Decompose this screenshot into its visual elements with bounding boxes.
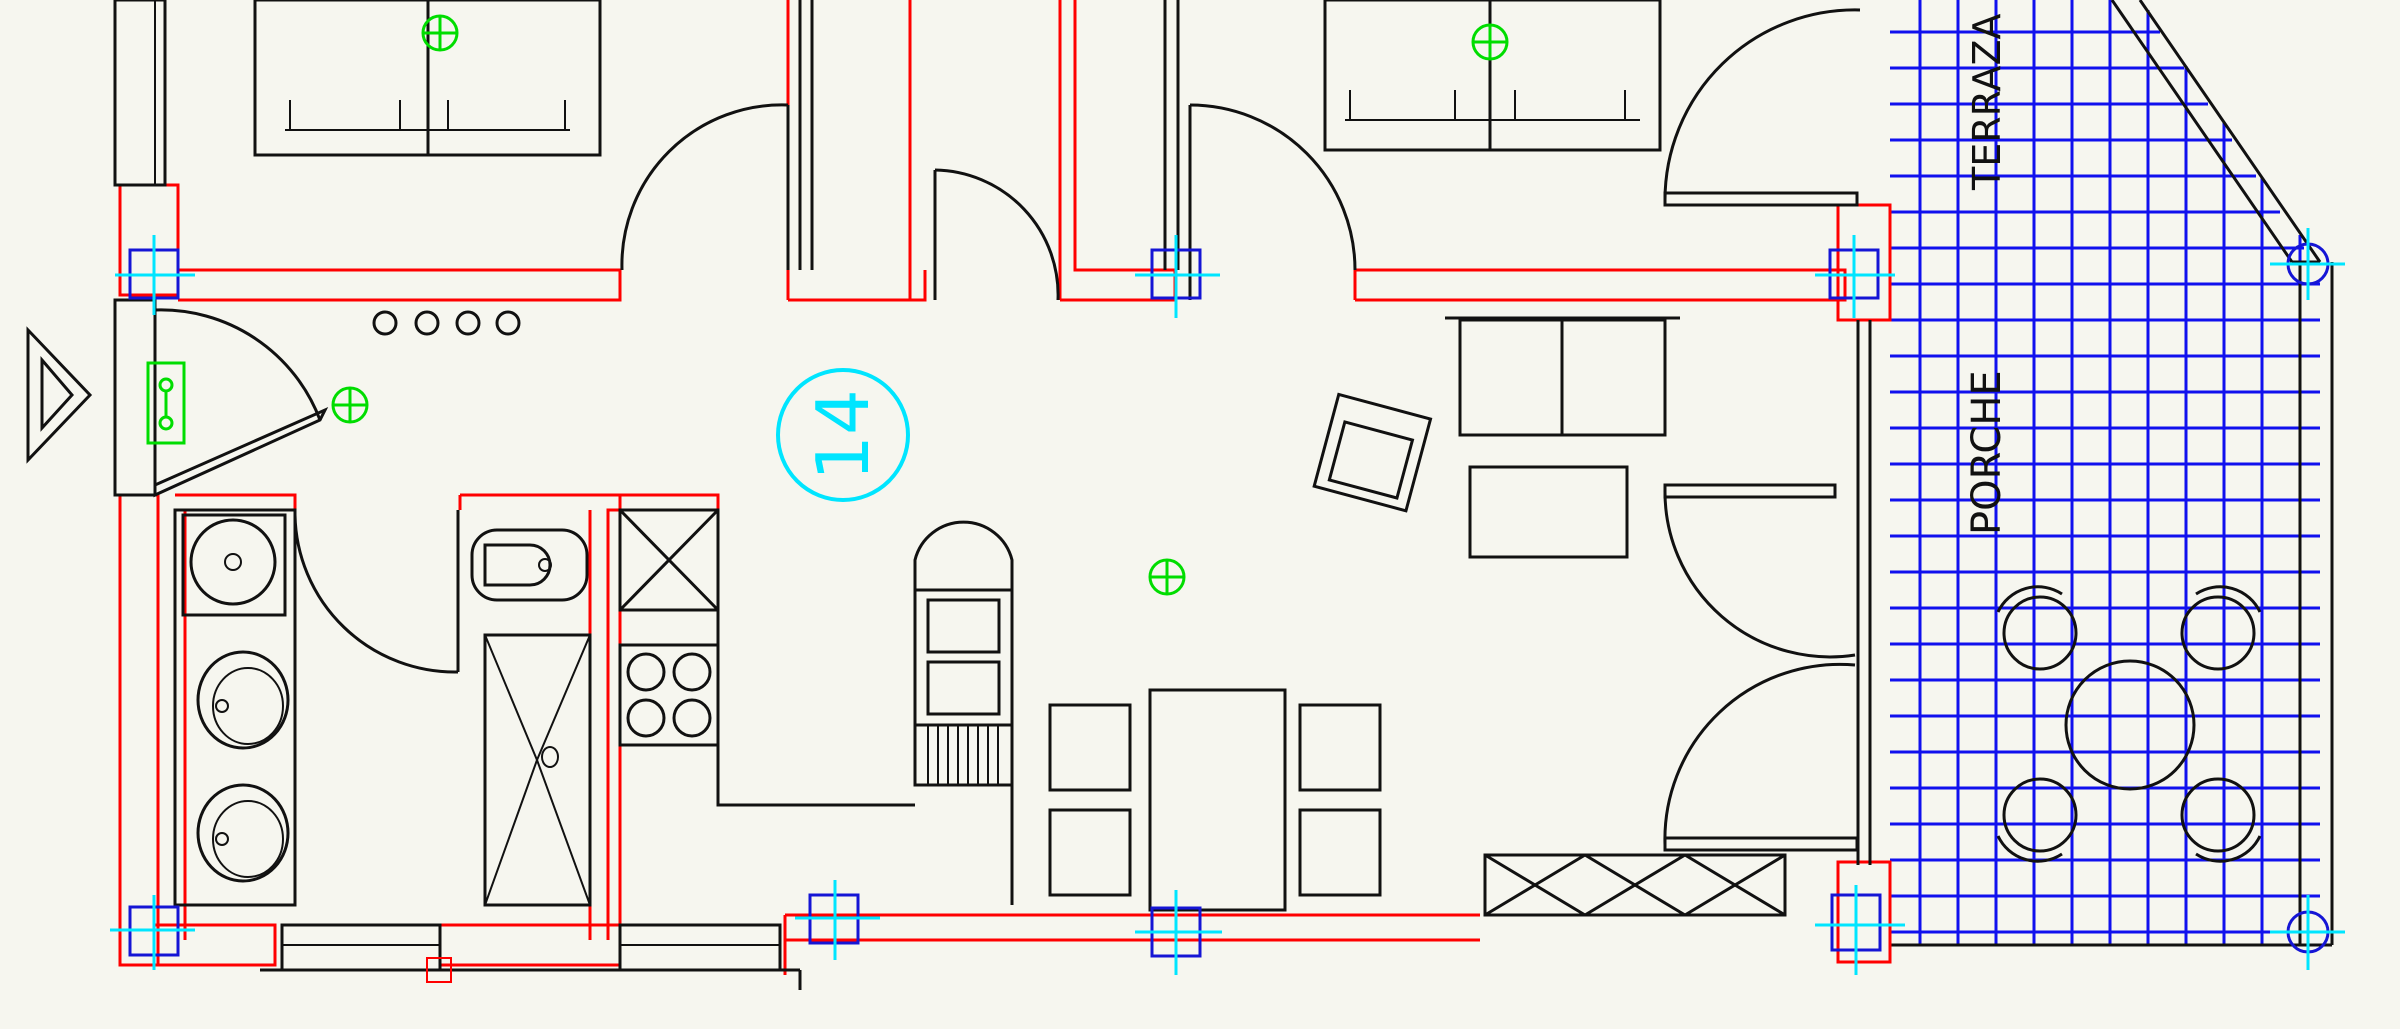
light-point-icon [1471,23,1509,61]
entrance-arrow-icon [26,326,93,464]
terrace-area: TERRAZA PORCHE [1890,0,2334,947]
column-marker-icon [115,235,195,315]
column-marker-icon [110,895,195,970]
column-marker-icon [2270,895,2345,970]
terrace-railing [1890,0,2334,947]
wall-switch-icon [146,361,186,445]
grid-reference-marker [426,957,452,983]
column-marker-icon [1135,235,1220,318]
light-point-icon [1148,558,1186,596]
light-point-icon [421,14,459,52]
porch-table-set [1996,585,2262,863]
room-tag: 14 [776,368,910,502]
column-marker-icon [1815,885,1905,975]
column-marker-icon [1815,235,1895,318]
walls [118,0,1892,975]
column-marker-icon [2270,228,2345,300]
room-number: 14 [801,389,885,481]
light-point-icon [331,386,369,424]
armchair [1312,392,1433,513]
porch-label: PORCHE [1964,370,2010,535]
column-marker-icon [1135,890,1222,975]
linework [113,0,1872,990]
column-marker-icon [795,880,880,960]
oven-vent-lines [927,725,999,785]
bed-right [1323,0,1662,152]
bed-left [253,0,602,157]
terrace-label: TERRAZA [1965,13,2009,191]
